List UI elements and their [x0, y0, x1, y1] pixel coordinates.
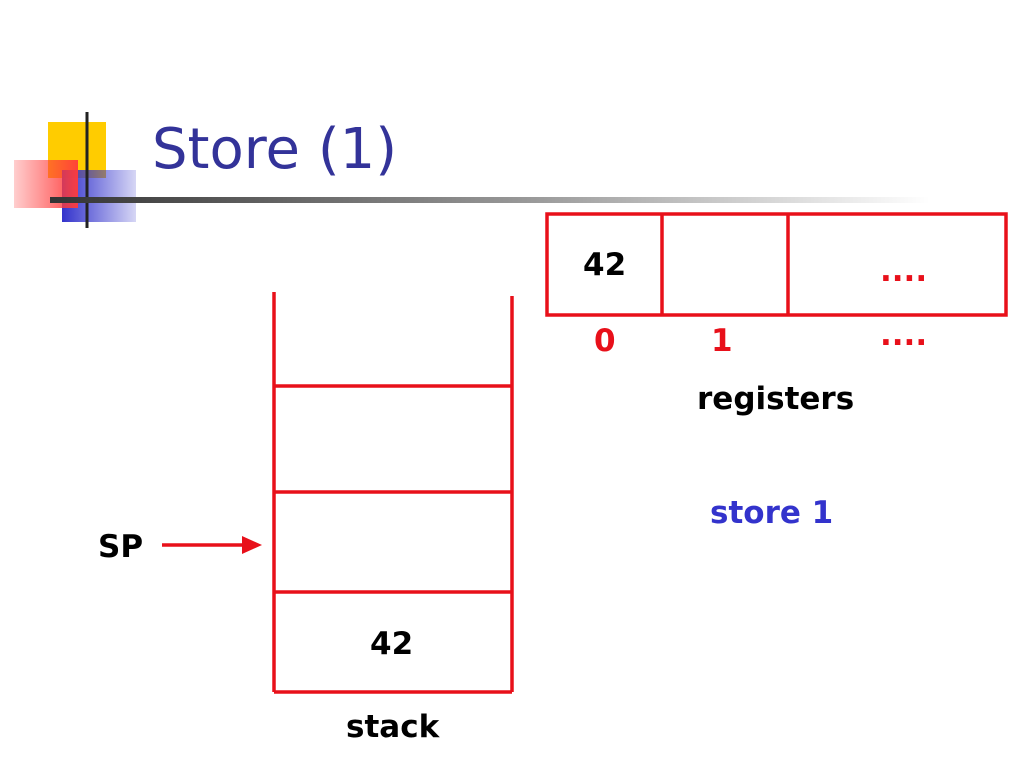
register-0-value: 42: [583, 247, 627, 283]
registers-outline: [545, 212, 1008, 317]
title-underline-rule: [50, 197, 930, 203]
register-index-0: 0: [594, 323, 616, 359]
register-index-1: 1: [711, 323, 733, 359]
stack-pointer-label: SP: [98, 529, 144, 565]
registers-label: registers: [697, 381, 855, 417]
stack-outline: [272, 292, 514, 694]
stack-label: stack: [346, 709, 440, 745]
instruction-label: store 1: [710, 495, 834, 531]
sp-arrow-head: [242, 536, 262, 554]
register-more-value: ....: [880, 253, 928, 289]
register-index-more: ....: [880, 317, 928, 353]
corner-logo-graphic: [14, 112, 136, 228]
stack-cell-3-value: 42: [370, 626, 414, 662]
registers-table: [545, 212, 1008, 317]
slide-title: Store (1): [152, 117, 398, 182]
